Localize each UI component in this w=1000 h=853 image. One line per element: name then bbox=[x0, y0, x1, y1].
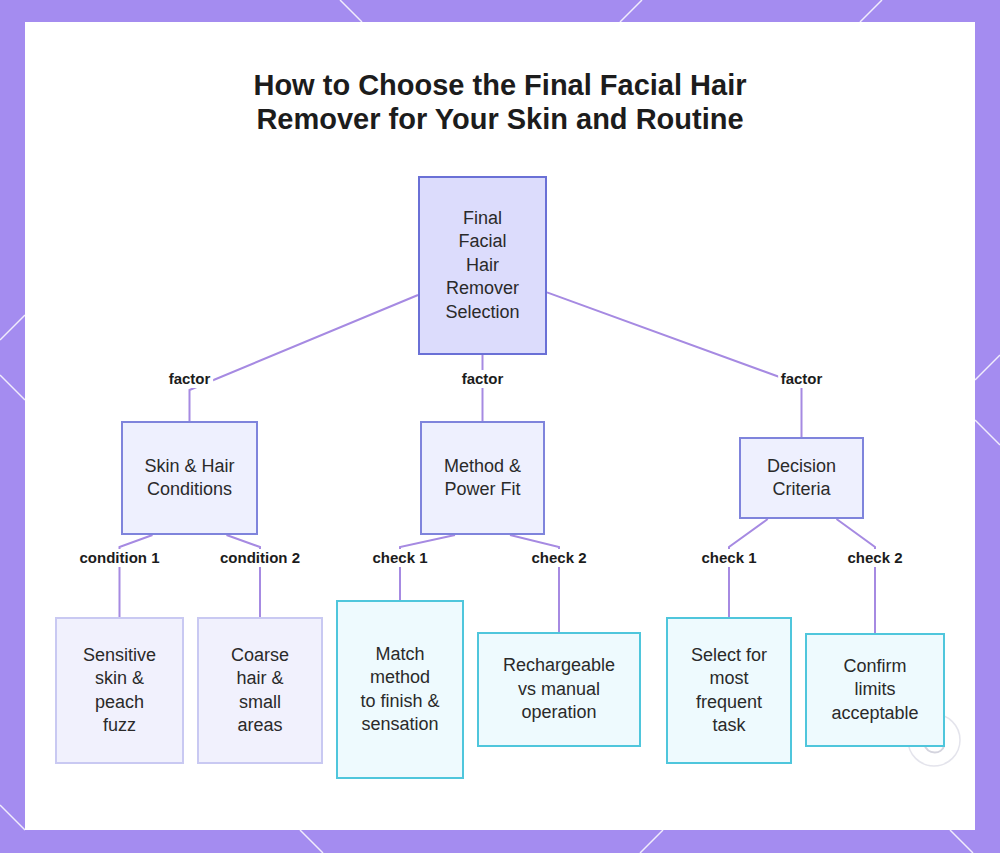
process-box: Skin & Hair Conditions bbox=[121, 421, 258, 535]
process-box: Final Facial Hair Remover Selection bbox=[418, 176, 547, 355]
connector-line bbox=[120, 535, 153, 617]
connector-line bbox=[190, 295, 419, 421]
edge-label: condition 1 bbox=[77, 549, 163, 567]
box-text: Match method to finish & sensation bbox=[360, 643, 440, 737]
process-box: Match method to finish & sensation bbox=[336, 600, 464, 779]
process-box: Method & Power Fit bbox=[420, 421, 545, 535]
connector-line bbox=[482, 355, 484, 421]
box-text: Final Facial Hair Remover Selection bbox=[440, 207, 525, 325]
process-box: Confirm limits acceptable bbox=[805, 633, 945, 747]
box-text-group: Skin & Hair Conditions bbox=[143, 455, 236, 502]
box-text: Decision Criteria bbox=[755, 455, 848, 502]
process-box: Decision Criteria bbox=[739, 437, 864, 519]
box-text-group: Confirm limits acceptable bbox=[825, 655, 925, 726]
connector-line bbox=[226, 535, 260, 617]
connector-line bbox=[729, 519, 768, 617]
process-box: Select for most frequent task bbox=[666, 617, 792, 764]
edge-label: factor bbox=[459, 370, 507, 388]
edge-label: check 2 bbox=[844, 549, 905, 567]
process-box: Sensitive skin & peach fuzz bbox=[55, 617, 184, 764]
edge-label: check 1 bbox=[369, 549, 430, 567]
box-text: Rechargeable vs manual operation bbox=[493, 654, 625, 725]
box-text-group: Rechargeable vs manual operation bbox=[493, 654, 625, 725]
box-text-group: Select for most frequent task bbox=[688, 644, 770, 738]
box-text-group: Match method to finish & sensation bbox=[360, 643, 440, 737]
box-text-group: Method & Power Fit bbox=[436, 455, 529, 502]
box-text: Skin & Hair Conditions bbox=[143, 455, 236, 502]
diagram-title: How to Choose the Final Facial Hair Remo… bbox=[200, 68, 800, 136]
edge-label: factor bbox=[778, 370, 826, 388]
edge-label: check 1 bbox=[698, 549, 759, 567]
box-text: Select for most frequent task bbox=[688, 644, 770, 738]
connector-line bbox=[400, 535, 455, 600]
box-text: Sensitive skin & peach fuzz bbox=[81, 644, 158, 738]
box-text: Method & Power Fit bbox=[436, 455, 529, 502]
process-box: Rechargeable vs manual operation bbox=[477, 632, 641, 747]
connector-line bbox=[837, 519, 876, 633]
box-text-group: Decision Criteria bbox=[755, 455, 848, 502]
edge-label: factor bbox=[166, 370, 214, 388]
connector-line bbox=[547, 292, 802, 437]
box-text-group: Coarse hair & small areas bbox=[221, 644, 299, 738]
process-box: Coarse hair & small areas bbox=[197, 617, 323, 764]
box-text-group: Final Facial Hair Remover Selection bbox=[440, 207, 525, 325]
box-text-group: Sensitive skin & peach fuzz bbox=[81, 644, 158, 738]
box-text: Coarse hair & small areas bbox=[221, 644, 299, 738]
box-text: Confirm limits acceptable bbox=[825, 655, 925, 726]
edge-label: check 2 bbox=[528, 549, 589, 567]
edge-label: condition 2 bbox=[217, 549, 303, 567]
